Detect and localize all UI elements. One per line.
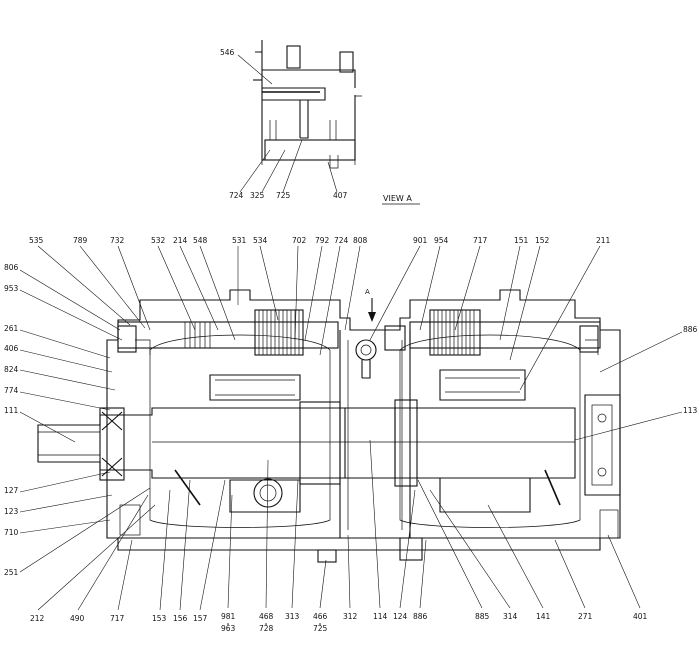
label-886-right: 886 — [683, 325, 698, 334]
label-313: 313 — [285, 612, 300, 621]
upper-shafts — [117, 309, 601, 379]
label-111: 111 — [4, 406, 19, 415]
label-702: 702 — [292, 236, 307, 245]
label-901: 901 — [413, 236, 428, 245]
label-532: 532 — [151, 236, 166, 245]
label-535: 535 — [29, 236, 44, 245]
label-157: 157 — [193, 614, 208, 623]
dot-marker — [319, 623, 321, 625]
label-466: 466 — [313, 612, 328, 621]
label-981: 981 — [221, 612, 236, 621]
label-806: 806 — [4, 263, 19, 272]
label-152: 152 — [535, 236, 550, 245]
piston-groups — [174, 369, 561, 513]
label-732: 732 — [110, 236, 125, 245]
label-808: 808 — [353, 236, 368, 245]
main-housing — [106, 289, 621, 551]
label-123: 123 — [4, 507, 19, 516]
label-728: 728 — [259, 624, 274, 633]
view-arrow — [368, 298, 376, 322]
label-953: 953 — [4, 284, 19, 293]
label-468: 468 — [259, 612, 274, 621]
label-954: 954 — [434, 236, 449, 245]
label-114: 114 — [373, 612, 388, 621]
label-534: 534 — [253, 236, 268, 245]
label-153: 153 — [152, 614, 167, 623]
dot-marker — [227, 623, 229, 625]
label-314: 314 — [503, 612, 518, 621]
label-963: 963 — [221, 624, 236, 633]
arrow-a-label: A — [365, 288, 370, 296]
dot-marker — [265, 623, 267, 625]
view-a-inset — [253, 40, 362, 169]
label-212: 212 — [30, 614, 45, 623]
label-885: 885 — [475, 612, 490, 621]
main-drive-shaft — [37, 394, 621, 496]
label-725-inset: 725 — [276, 191, 291, 200]
label-490: 490 — [70, 614, 85, 623]
label-717-top: 717 — [473, 236, 488, 245]
label-271: 271 — [578, 612, 593, 621]
label-724-inset: 724 — [229, 191, 244, 200]
label-789: 789 — [73, 236, 88, 245]
label-824: 824 — [4, 365, 19, 374]
view-a-title: VIEW A — [383, 194, 412, 203]
label-724: 724 — [334, 236, 349, 245]
label-886-bottom: 886 — [413, 612, 428, 621]
label-774: 774 — [4, 386, 19, 395]
label-325: 325 — [250, 191, 265, 200]
label-710: 710 — [4, 528, 19, 537]
label-548: 548 — [193, 236, 208, 245]
bottom-plugs — [119, 339, 619, 563]
label-214: 214 — [173, 236, 188, 245]
label-261: 261 — [4, 324, 19, 333]
label-401: 401 — [633, 612, 648, 621]
label-407: 407 — [333, 191, 348, 200]
left-leaders — [19, 269, 151, 573]
label-151: 151 — [514, 236, 529, 245]
label-792: 792 — [315, 236, 330, 245]
label-312: 312 — [343, 612, 358, 621]
label-406: 406 — [4, 344, 19, 353]
label-725: 725 — [313, 624, 328, 633]
label-546: 546 — [220, 48, 235, 57]
label-531: 531 — [232, 236, 247, 245]
label-124: 124 — [393, 612, 408, 621]
label-211: 211 — [596, 236, 611, 245]
inset-leaders — [237, 54, 338, 193]
label-127: 127 — [4, 486, 19, 495]
bottom-leaders — [37, 439, 641, 611]
label-717-bottom: 717 — [110, 614, 125, 623]
label-251: 251 — [4, 568, 19, 577]
label-113: 113 — [683, 406, 698, 415]
right-leaders — [574, 331, 683, 441]
label-156: 156 — [173, 614, 188, 623]
top-leaders — [37, 245, 601, 391]
label-141: 141 — [536, 612, 551, 621]
